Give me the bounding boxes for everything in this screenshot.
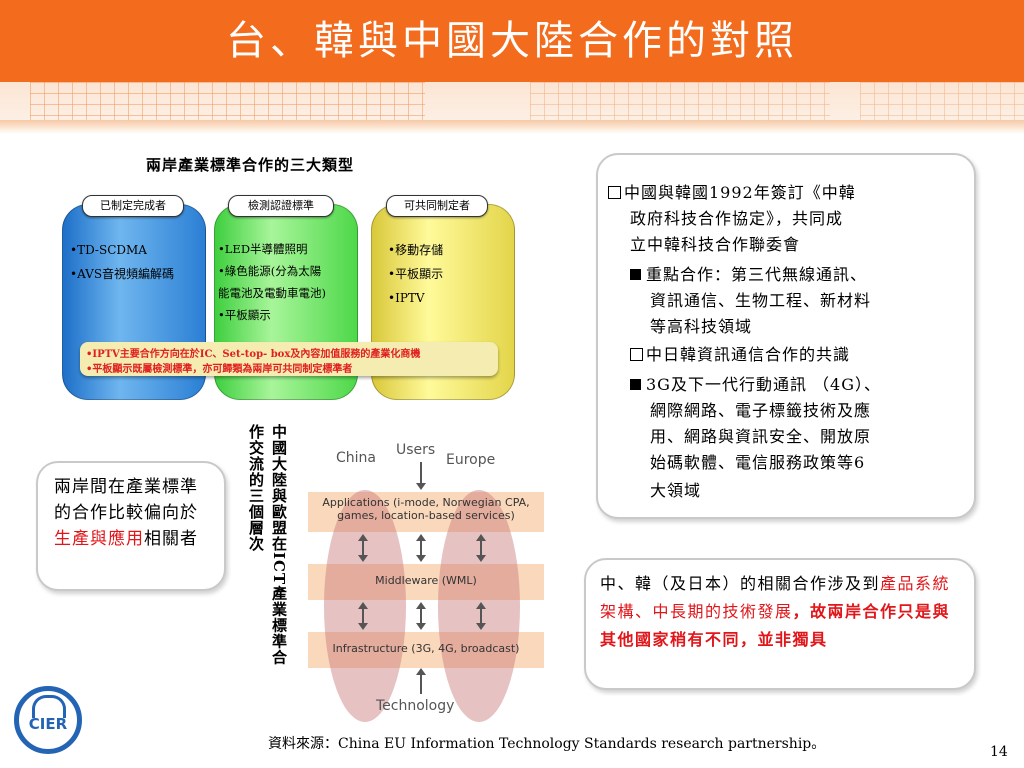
bullet-line: 網際網路、電子標籤技術及應: [650, 401, 872, 420]
layer-band: [308, 492, 544, 532]
page-number: 14: [990, 744, 1008, 760]
bidirectional-arrow: [416, 534, 426, 562]
right-callout-box: [596, 153, 976, 519]
bidirectional-arrow: [358, 602, 368, 630]
left-callout-text: 兩岸間在產業標準的合作比較偏向於生產與應用相關者: [54, 474, 212, 552]
china-label: China: [336, 450, 376, 466]
vertical-caption: 作交流的三個層次: [247, 424, 265, 552]
bullet-line: 中日韓資訊通信合作的共識: [630, 342, 850, 368]
layer-band: [308, 632, 544, 668]
bullet-line: 大領域: [650, 481, 702, 500]
bidirectional-arrow: [476, 602, 486, 630]
note-line: •IPTV主要合作方向在於IC、Set-top- box及內容加值服務的產業化商…: [86, 349, 421, 360]
list-item: 能電池及電動車電池): [218, 286, 326, 300]
bullet-line: 政府科技合作協定》，共同成: [630, 209, 844, 228]
callout-text-part: 兩岸間在產業標準的合作比較偏向於: [54, 477, 198, 523]
filled-square-bullet-icon: [630, 379, 641, 390]
category-cap: 已制定完成者: [82, 195, 184, 217]
callout-emphasis: ，故兩岸合作只是與其他國家稍有不同，並非獨具: [600, 602, 951, 649]
bullet-line: 用、網路與資訊安全、開放原: [650, 427, 872, 446]
header-bar: [0, 0, 1024, 82]
right-callout-2-text: 中、韓（及日本）的相關合作涉及到產品系統架構、中長期的技術發展，故兩岸合作只是與…: [600, 570, 966, 654]
layer-label: Infrastructure (3G, 4G, broadcast): [332, 642, 520, 655]
panel-title: 兩岸產業標準合作的三大類型: [146, 156, 355, 174]
cier-logo: CIER: [14, 686, 82, 754]
page-title: 台、韓與中國大陸合作的對照: [226, 18, 798, 64]
logo-text: CIER: [28, 715, 68, 733]
callout-text-part: 相關者: [144, 529, 198, 549]
layer-band: [308, 564, 544, 600]
header-stripe: [0, 120, 1024, 134]
source-note: 資料來源：China EU Information Technology Sta…: [268, 736, 826, 752]
callout-text-part: 中、韓（及日本）的相關合作涉及到: [600, 574, 881, 593]
bullet-line: 資訊通信、生物工程、新材料: [650, 291, 872, 310]
bidirectional-arrow: [476, 534, 486, 562]
line-text: 中日韓資訊通信合作的共識: [646, 345, 851, 364]
note-box: [80, 342, 498, 376]
bidirectional-arrow: [358, 534, 368, 562]
square-bullet-icon: [608, 186, 621, 199]
europe-label: Europe: [446, 452, 496, 468]
line-text: 重點合作：第三代無線通訊、: [646, 265, 868, 284]
header-grid-decoration: [860, 82, 1024, 126]
technology-label: Technology: [376, 698, 455, 714]
header-grid-decoration: [530, 82, 830, 126]
list-item: •綠色能源(分為太陽: [218, 264, 322, 278]
bullet-line: 3G及下一代行動通訊 （4G）、: [630, 372, 881, 398]
layer-label: Middleware (WML): [375, 574, 477, 587]
arrow-up: [416, 668, 426, 694]
header-grid-decoration: [30, 82, 425, 126]
list-item: •TD-SCDMA: [70, 243, 147, 257]
category-cap: 可共同制定者: [386, 195, 488, 217]
filled-square-bullet-icon: [630, 269, 641, 280]
bullet-line: 等高科技領域: [650, 317, 753, 336]
list-item: •平板顯示: [388, 267, 444, 281]
category-list: •LED半導體照明 •綠色能源(分為太陽 能電池及電動車電池) •平板顯示: [218, 238, 352, 326]
bullet-line: 始碼軟體、電信服務政策等6: [650, 453, 866, 472]
callout-highlight: 產品系統架構、中長期的技術發展: [600, 574, 951, 621]
note-line: •平板顯示既屬檢測標準，亦可歸類為兩岸可共同制定標準者: [86, 364, 353, 375]
bullet-line: 重點合作：第三代無線通訊、: [630, 262, 867, 288]
list-item: •AVS音視頻編解碼: [70, 267, 175, 281]
list-item: •移動存儲: [388, 243, 444, 257]
category-cap: 檢測認證標準: [228, 195, 334, 217]
users-label: Users: [396, 442, 436, 458]
layers-diagram: China Europe Users Technology Applicatio…: [290, 430, 552, 730]
bullet-line: 中國與韓國1992年簽訂《中韓: [608, 180, 856, 206]
category-list: •TD-SCDMA •AVS音視頻編解碼: [70, 238, 198, 286]
list-item: •LED半導體照明: [218, 242, 308, 256]
list-item: •平板顯示: [218, 308, 271, 322]
arrow-down: [416, 462, 426, 490]
vertical-caption: 中國大陸與歐盟在ICT產業標準合: [270, 424, 288, 666]
bullet-line: 立中韓科技合作聯委會: [630, 235, 801, 254]
category-list: •移動存儲 •平板顯示 •IPTV: [388, 238, 498, 310]
left-callout-box: [36, 461, 226, 591]
square-bullet-icon: [630, 348, 643, 361]
bidirectional-arrow: [416, 602, 426, 630]
layer-label: Applications (i-mode, Norwegian CPA, gam…: [322, 496, 530, 522]
list-item: •IPTV: [388, 291, 425, 305]
line-text: 3G及下一代行動通訊 （4G）、: [646, 375, 882, 394]
callout-highlight: 生產與應用: [54, 529, 144, 549]
right-callout-box-2: [584, 558, 976, 690]
logo-arch-icon: [32, 695, 66, 718]
line-text: 中國與韓國1992年簽訂《中韓: [624, 183, 856, 202]
